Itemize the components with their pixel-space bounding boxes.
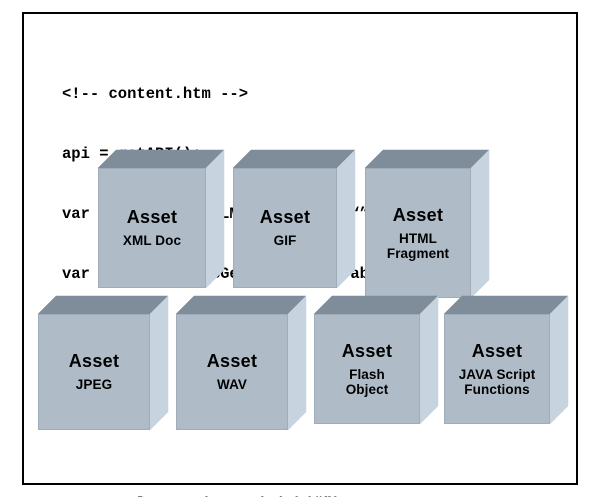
code-line: <!-- content.htm --> [62,85,249,103]
box-3d-faces [313,295,439,425]
box-title: Asset [259,207,311,228]
code-line: var result = api.LMSFinish(“”); [62,494,350,497]
box-top-face [97,149,225,169]
diagram-frame: <!-- content.htm --> api = getAPI(); var… [22,12,578,497]
box-subtitle: WAV [216,377,248,393]
box-top-face [364,149,490,169]
box-title: Asset [126,207,178,228]
box-side-face [287,295,307,431]
box-top-face [232,149,356,169]
box-top-face [443,295,569,315]
box-subtitle: XML Doc [122,233,182,249]
box-3d-faces [175,295,307,431]
box-title: Asset [392,204,444,225]
box-subtitle: GIF [273,233,297,249]
box-side-face [549,295,569,425]
box-title: Asset [341,340,393,361]
box-subtitle: JPEG [75,377,113,393]
box-top-face [313,295,439,315]
box-top-face [175,295,307,315]
code-block-bottom: var result = api.LMSFinish(“”); [62,454,350,497]
box-3d-faces [37,295,169,431]
box-3d-faces [232,149,356,289]
box-title: Asset [471,340,523,361]
box-side-face [336,149,356,289]
box-side-face [470,149,490,299]
box-title: Asset [68,351,120,372]
box-3d-faces [364,149,490,299]
box-top-face [37,295,169,315]
box-side-face [149,295,169,431]
box-title: Asset [206,351,258,372]
box-side-face [205,149,225,289]
box-side-face [419,295,439,425]
